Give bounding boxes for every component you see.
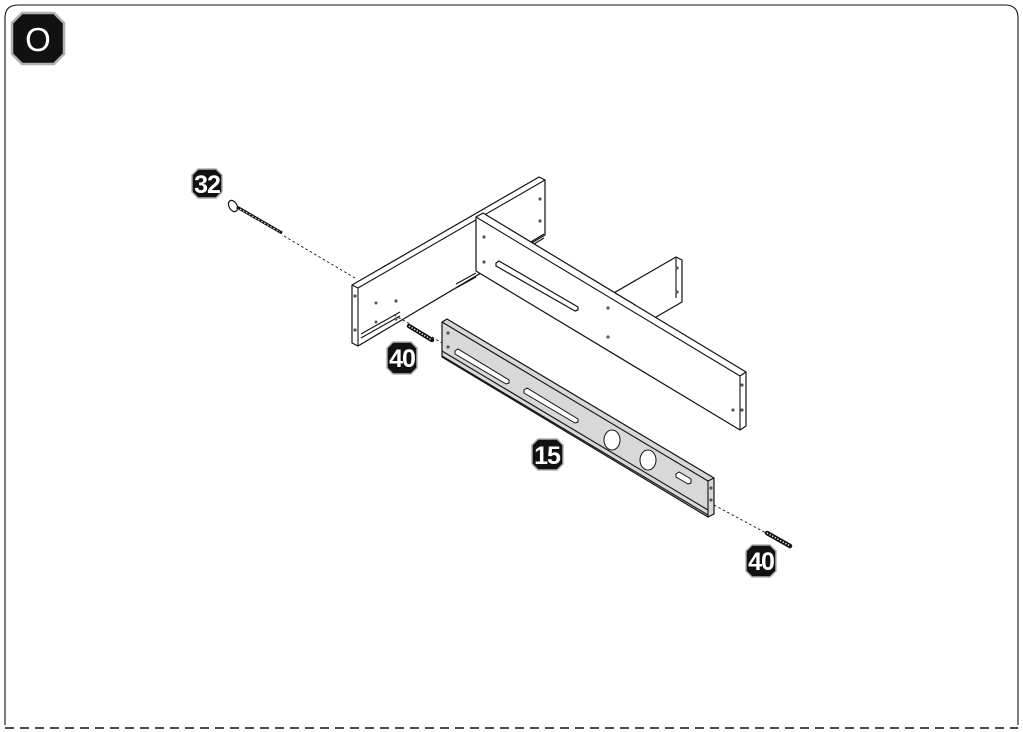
- callout-40-right-label: 40: [748, 548, 774, 576]
- step-badge: O: [10, 11, 66, 66]
- callout-32: 32: [191, 168, 223, 199]
- assembly-lines: [283, 235, 767, 534]
- screw-icon: [227, 199, 283, 235]
- left-panel: [351, 176, 546, 347]
- callout-40-left-label: 40: [389, 345, 415, 373]
- dowel-right-icon: [764, 530, 793, 549]
- callout-32-label: 32: [194, 171, 220, 199]
- callout-15: 15: [531, 438, 564, 471]
- dowel-left-icon: [406, 323, 435, 343]
- middle-panel: [475, 212, 747, 431]
- step-letter: O: [25, 21, 51, 58]
- rail-part-15: [441, 318, 715, 518]
- callout-40-right: 40: [745, 544, 777, 578]
- callout-15-label: 15: [534, 442, 561, 470]
- callout-40-left: 40: [386, 341, 418, 375]
- step-frame: [4, 4, 1019, 729]
